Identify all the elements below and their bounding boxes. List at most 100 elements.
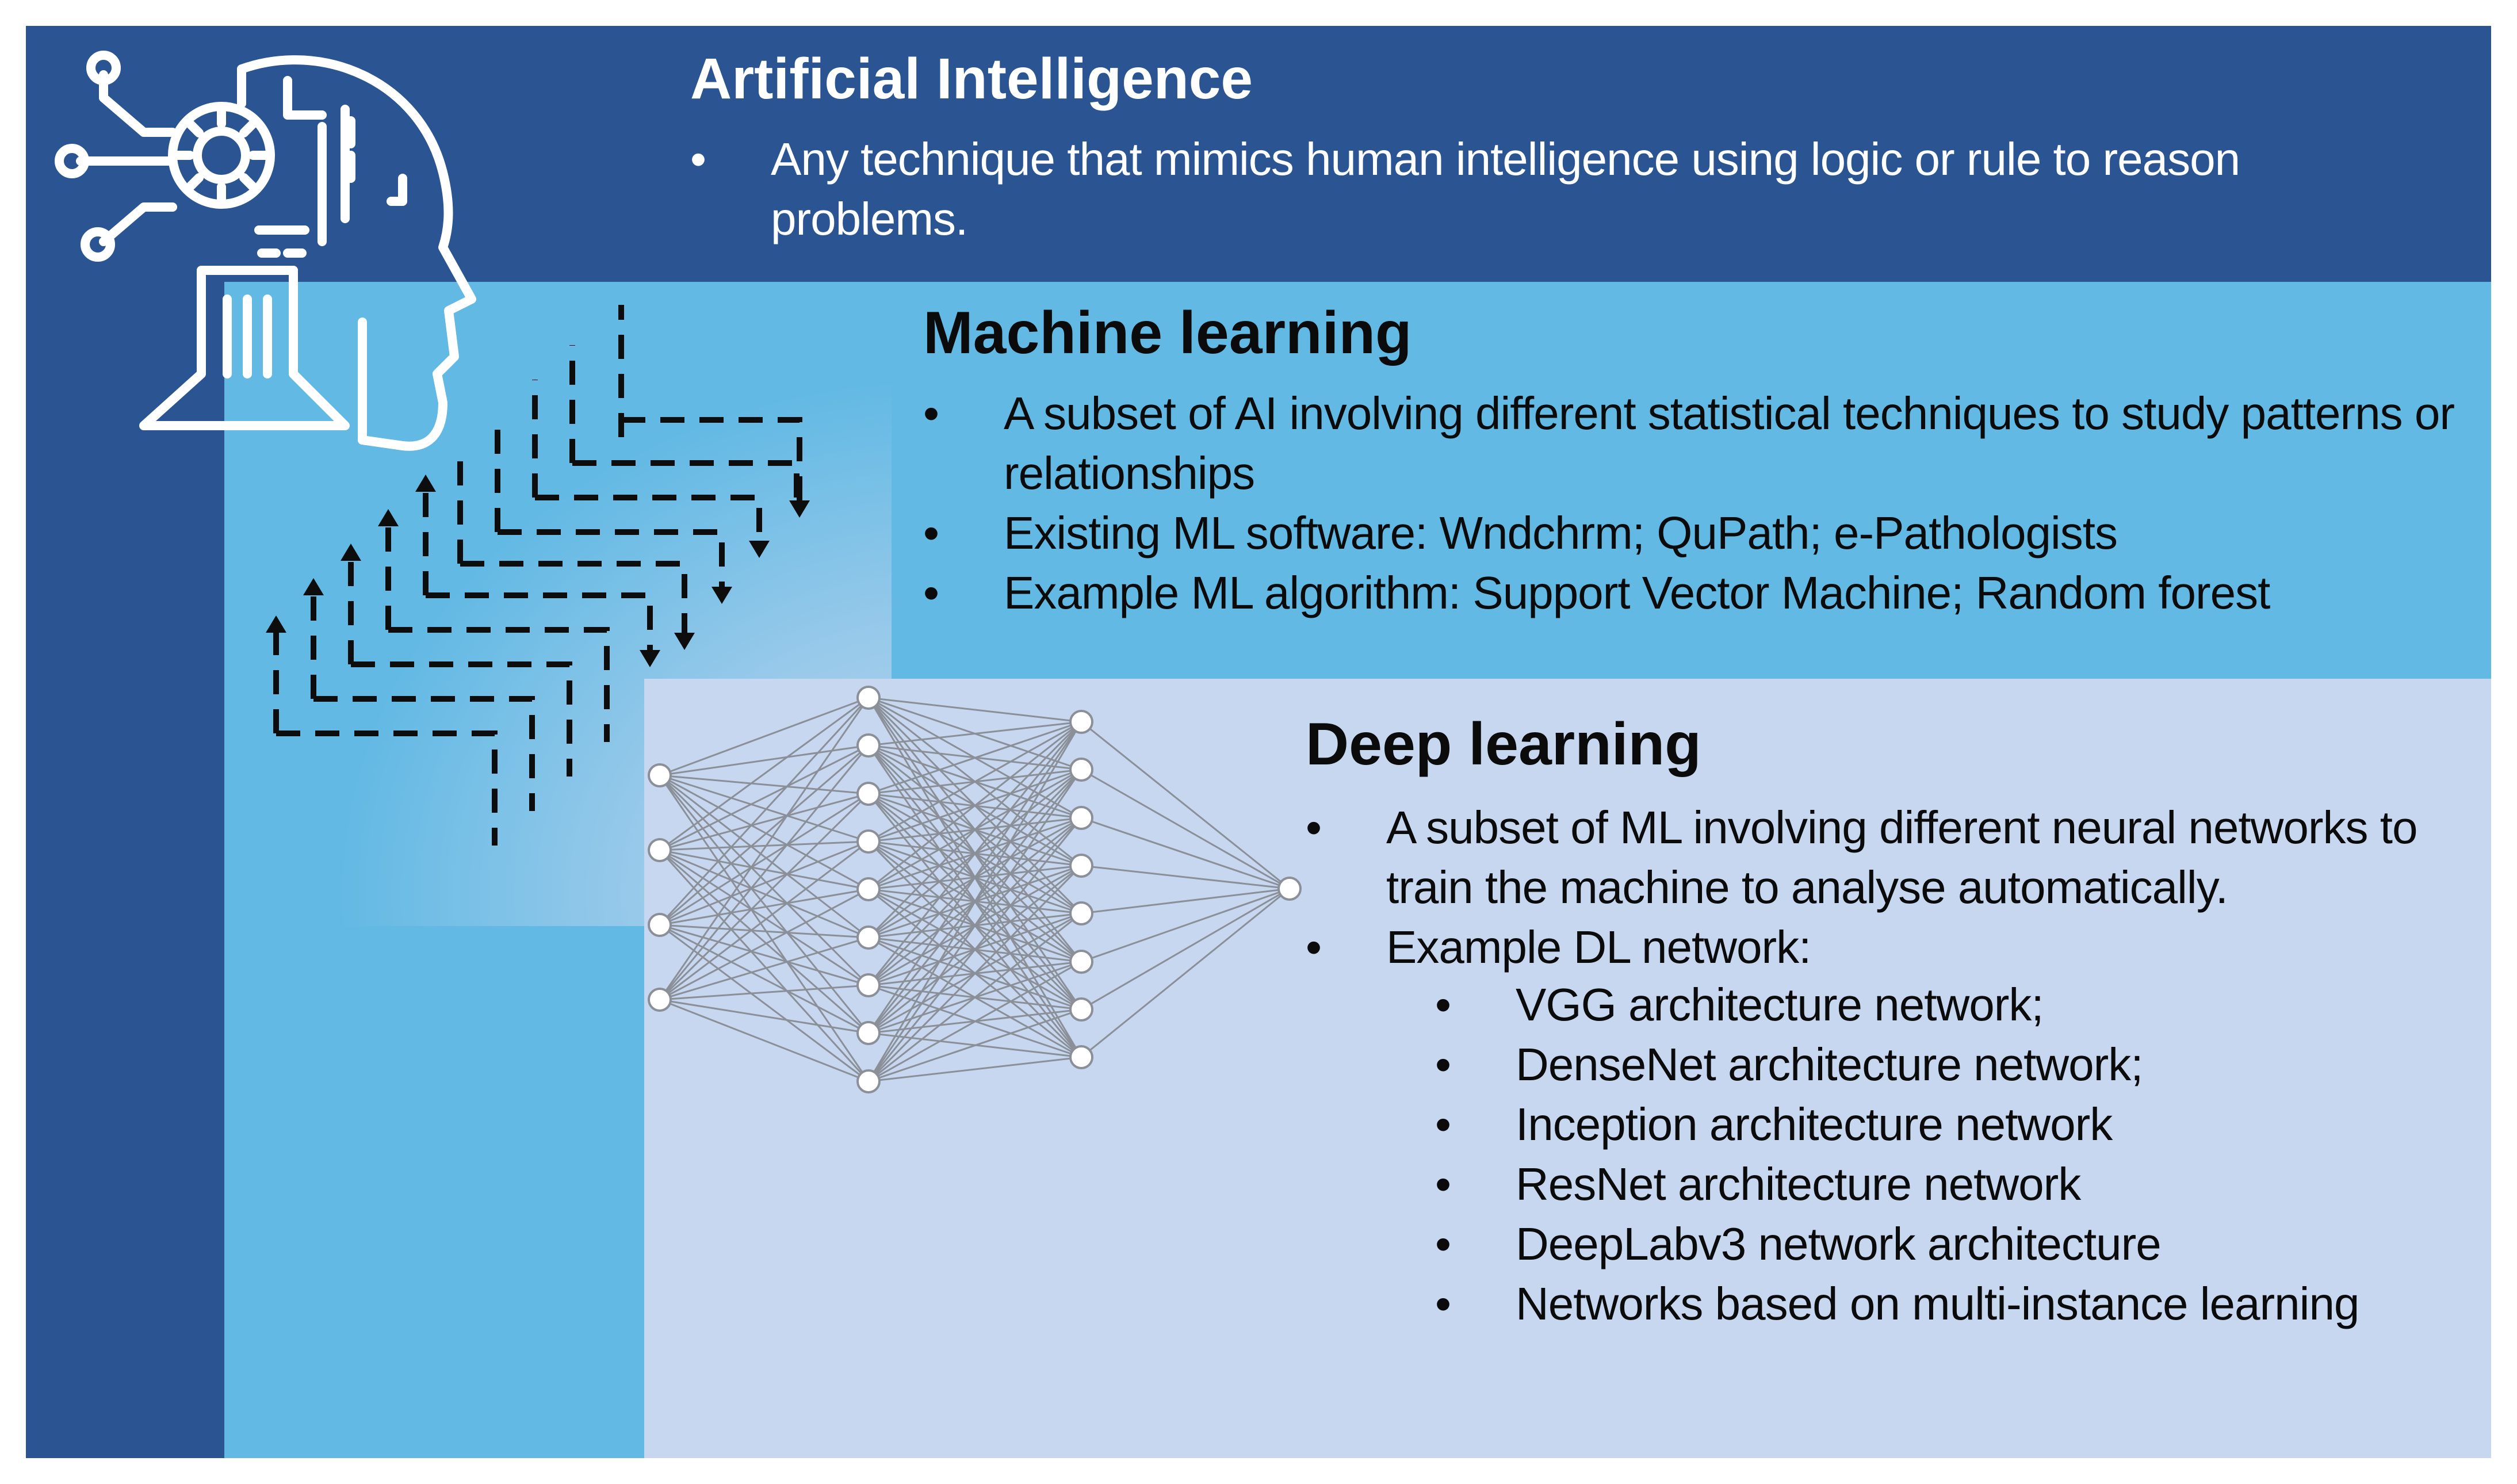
neuron-node (1069, 758, 1093, 782)
neural-connection (1081, 888, 1290, 1011)
dl-bullet: A subset of ML involving different neura… (1306, 798, 2479, 917)
neuron-node (1069, 710, 1093, 734)
neuron-node (856, 829, 881, 854)
neural-connection (659, 888, 869, 926)
dl-network-item: DeepLabv3 network architecture (1435, 1214, 2482, 1274)
neural-connection (659, 793, 870, 1001)
ai-title: Artificial Intelligence (690, 47, 1253, 111)
neural-connection (659, 775, 870, 1034)
arrowheads (266, 475, 810, 667)
neural-connection (867, 721, 1082, 1082)
dl-bullet: Example DL network: (1306, 917, 2479, 977)
neural-connection (659, 840, 869, 926)
ml-bullet-list: A subset of AI involving different stati… (923, 384, 2465, 623)
neural-connection (659, 924, 869, 1083)
ai-bullet: Any technique that mimics human intellig… (690, 129, 2445, 249)
robot-head-circuit-icon (55, 51, 476, 451)
neural-connection (868, 697, 1082, 723)
neural-connection (867, 817, 1082, 1082)
neural-connection (868, 912, 1082, 1083)
ai-bullet-list: Any technique that mimics human intellig… (690, 129, 2445, 249)
neural-connection (659, 793, 869, 851)
neuron-node (856, 1069, 881, 1093)
neural-connection (1081, 817, 1290, 890)
neural-connection (867, 721, 1082, 939)
neural-connection (868, 721, 1082, 843)
neuron-node (1069, 1045, 1093, 1069)
neural-connection (659, 697, 870, 1000)
neural-connection (867, 721, 1082, 1034)
neural-connection (659, 849, 869, 939)
neuron-node (856, 733, 881, 758)
neural-connection (659, 888, 869, 1001)
neural-connection (659, 774, 869, 843)
dl-bullet-list: A subset of ML involving different neura… (1306, 798, 2479, 977)
neuron-node (1069, 901, 1093, 925)
dl-network-item: VGG architecture network; (1435, 975, 2482, 1035)
dl-network-item: ResNet architecture network (1435, 1154, 2482, 1214)
neuron-node (856, 1021, 881, 1045)
neuron-node (648, 988, 672, 1012)
neural-connection (659, 774, 869, 795)
neuron-node (856, 877, 881, 901)
neural-connection (868, 721, 1082, 890)
neuron-node (1069, 950, 1093, 974)
neural-connection (659, 849, 869, 890)
neural-connection (659, 924, 869, 1034)
neuron-node (856, 686, 881, 710)
neural-connection (659, 775, 870, 1082)
neural-connection (867, 865, 1082, 1083)
neural-connection (868, 961, 1082, 1083)
neural-connection (659, 697, 869, 777)
neural-connection (1081, 721, 1290, 890)
neuron-node (856, 925, 881, 950)
neuron-node (1069, 854, 1093, 878)
dashed-arrows-icon (273, 305, 802, 846)
neural-network-icon (648, 686, 1302, 1093)
neural-connection (1081, 768, 1290, 890)
neural-connection (659, 999, 869, 1083)
neural-connection (659, 936, 869, 1001)
neural-connection (659, 849, 870, 1083)
ml-bullet: Existing ML software: Wndchrm; QuPath; e… (923, 503, 2465, 563)
dl-network-item: Networks based on multi-instance learnin… (1435, 1274, 2482, 1334)
neuron-node (856, 782, 881, 806)
neural-connection (659, 849, 869, 986)
neural-connection (659, 924, 869, 939)
neuron-node (648, 763, 672, 787)
dl-network-item: Inception architecture network (1435, 1095, 2482, 1154)
neural-connection (1081, 888, 1290, 963)
neural-connection (659, 697, 870, 926)
neural-connection (867, 769, 1082, 1082)
neural-connection (1081, 888, 1290, 915)
neural-connection (659, 849, 869, 1034)
neural-connection (659, 793, 869, 926)
neural-connection (659, 999, 869, 1034)
neuron-node (856, 973, 881, 997)
neural-connection (659, 984, 869, 1001)
neural-connection (868, 721, 1082, 747)
dl-title: Deep learning (1306, 711, 1701, 778)
neural-connection (659, 697, 869, 851)
ml-bullet: Example ML algorithm: Support Vector Mac… (923, 563, 2465, 623)
neural-connection (659, 744, 869, 926)
dl-network-list: VGG architecture network; DenseNet archi… (1435, 975, 2482, 1334)
neuron-node (1069, 806, 1093, 830)
neural-connection (659, 840, 869, 1001)
neural-connection (1081, 888, 1290, 1058)
neuron-node (648, 838, 672, 862)
neuron-node (1069, 997, 1093, 1022)
neuron-node (648, 913, 672, 937)
neural-connection (659, 744, 869, 777)
neuron-node (1277, 877, 1302, 901)
neural-connection (867, 721, 1082, 986)
ml-title: Machine learning (923, 300, 1412, 366)
ml-bullet: A subset of AI involving different stati… (923, 384, 2465, 503)
neural-connection (868, 1056, 1082, 1083)
neural-connection (659, 774, 870, 986)
neural-connection (659, 774, 869, 890)
neural-connection (659, 924, 869, 986)
dl-network-item: DenseNet architecture network; (1435, 1035, 2482, 1095)
neural-connection (868, 1008, 1082, 1083)
